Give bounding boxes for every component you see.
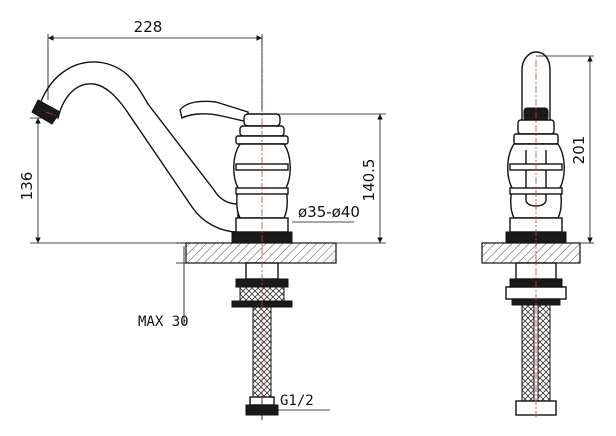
front-view: 201 [481,51,594,420]
side-view: 228 136 140.5 ø35-ø40 MAX 30 G1/2 [18,18,386,420]
spout-centerline [45,111,59,117]
dim-deck-label: MAX 30 [138,314,189,330]
countertop-left [185,242,337,264]
flex-hose-front-right [537,304,551,402]
flex-hose-front-left [521,304,535,402]
lever-handle [179,100,249,123]
dim-hole-diameter-label: ø35-ø40 [298,203,360,221]
dim-thread-label: G1/2 [280,393,314,409]
dim-total-height-label: 201 [570,136,588,165]
dim-reach-label: 228 [134,18,163,36]
spout [39,61,239,233]
dim-spout-height-label: 136 [18,172,36,201]
dim-body-height-label: 140.5 [360,159,378,202]
countertop-right [481,242,581,264]
